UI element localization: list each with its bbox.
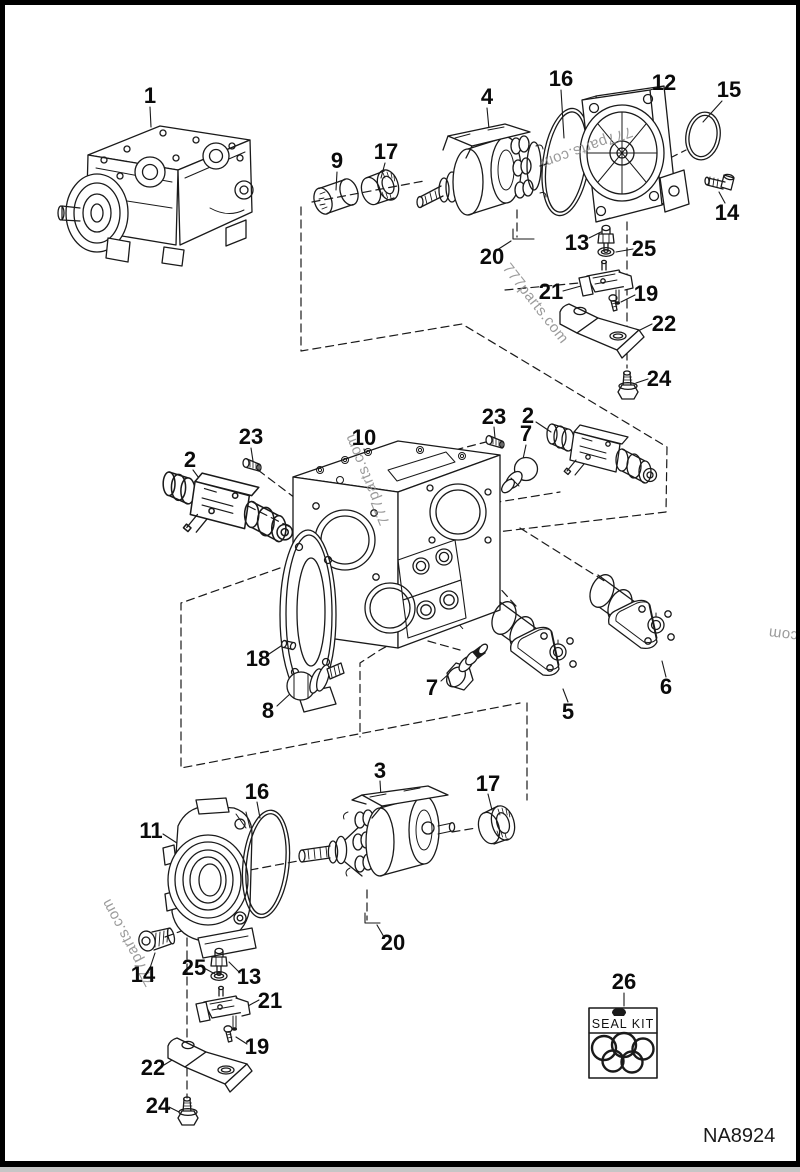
- callout-16: 16: [548, 66, 574, 91]
- callout-23: 23: [238, 424, 264, 449]
- callout-17: 17: [475, 771, 501, 796]
- callout-19: 19: [633, 281, 659, 306]
- callout-21: 21: [538, 279, 564, 304]
- callout-6: 6: [659, 674, 673, 699]
- part-10-housing: [279, 440, 501, 713]
- part-24-bolt-top: [617, 370, 639, 400]
- callout-10: 10: [351, 425, 377, 450]
- part-6-actuator: [584, 570, 675, 650]
- part-17-bearing-top: [360, 169, 400, 206]
- callout-22: 22: [651, 311, 677, 336]
- callout-2: 2: [521, 403, 535, 428]
- callout-16: 16: [244, 779, 270, 804]
- callout-22: 22: [140, 1055, 166, 1080]
- callout-24: 24: [145, 1093, 171, 1118]
- callout-20: 20: [479, 244, 505, 269]
- drawing-number: NA8924: [703, 1125, 776, 1147]
- callout-17: 17: [373, 139, 399, 164]
- page-edge-shadow: [0, 1167, 800, 1172]
- callout-8: 8: [261, 698, 275, 723]
- part-12-end-cover: [579, 85, 690, 223]
- part-19-screw-bottom: [223, 1025, 233, 1043]
- part-3-rotating-group: [298, 785, 456, 877]
- part-7-plug-right: [500, 456, 539, 494]
- callout-20: 20: [380, 930, 406, 955]
- part-2-solenoid-left: [162, 471, 294, 543]
- callout-14: 14: [130, 962, 156, 987]
- part-14-bolt-top: [704, 173, 735, 191]
- seal-kit-label: SEAL KIT: [592, 1017, 654, 1031]
- part-15-oring: [685, 111, 721, 161]
- callout-5: 5: [561, 699, 575, 724]
- callout-15: 15: [716, 77, 742, 102]
- callout-25: 25: [181, 955, 207, 980]
- part-22-bracket-top: [559, 303, 645, 359]
- callout-9: 9: [330, 148, 344, 173]
- part-23-screw-left: [242, 457, 262, 472]
- callout-13: 13: [564, 230, 590, 255]
- part-14-screw-bottom: [138, 927, 176, 952]
- callout-25: 25: [631, 236, 657, 261]
- callout-7: 7: [519, 421, 533, 446]
- callout-18: 18: [245, 646, 271, 671]
- part-9-bearing: [313, 178, 359, 215]
- part-21-valve-bottom: [195, 985, 251, 1032]
- dashed-assembly-lines: [164, 149, 687, 1099]
- callout-19: 19: [244, 1034, 270, 1059]
- callout-3: 3: [373, 758, 387, 783]
- callout-14: 14: [714, 200, 740, 225]
- part-2-solenoid-right: [546, 423, 658, 484]
- callout-11: 11: [139, 818, 163, 843]
- part-24-bolt-bottom: [177, 1096, 199, 1126]
- callout-7: 7: [425, 675, 439, 700]
- part-23-screw-right: [485, 434, 505, 449]
- part-1-pump-assembly: [57, 125, 254, 267]
- part-7-plug-bottom: [445, 643, 489, 691]
- callout-12: 12: [651, 70, 677, 95]
- callout-1: 1: [143, 83, 157, 108]
- part-11-front-cover: [162, 797, 257, 959]
- part-8-plug: [286, 662, 345, 701]
- callout-2: 2: [183, 447, 197, 472]
- part-22-bracket-bottom: [167, 1037, 253, 1093]
- part-5-actuator: [486, 597, 577, 677]
- part-4-rotating-group: [416, 123, 547, 216]
- callout-13: 13: [236, 964, 262, 989]
- page-border-bottom: [0, 1161, 800, 1167]
- callout-26: 26: [611, 969, 637, 994]
- part-18-pin: [280, 639, 297, 651]
- part-21-valve-top: [578, 259, 634, 306]
- callout-4: 4: [480, 84, 494, 109]
- callout-21: 21: [257, 988, 283, 1013]
- part-26-seal-kit: SEAL KIT: [588, 1007, 658, 1079]
- callout-23: 23: [481, 404, 507, 429]
- callout-24: 24: [646, 366, 672, 391]
- part-17-bearing-bottom: [477, 805, 516, 845]
